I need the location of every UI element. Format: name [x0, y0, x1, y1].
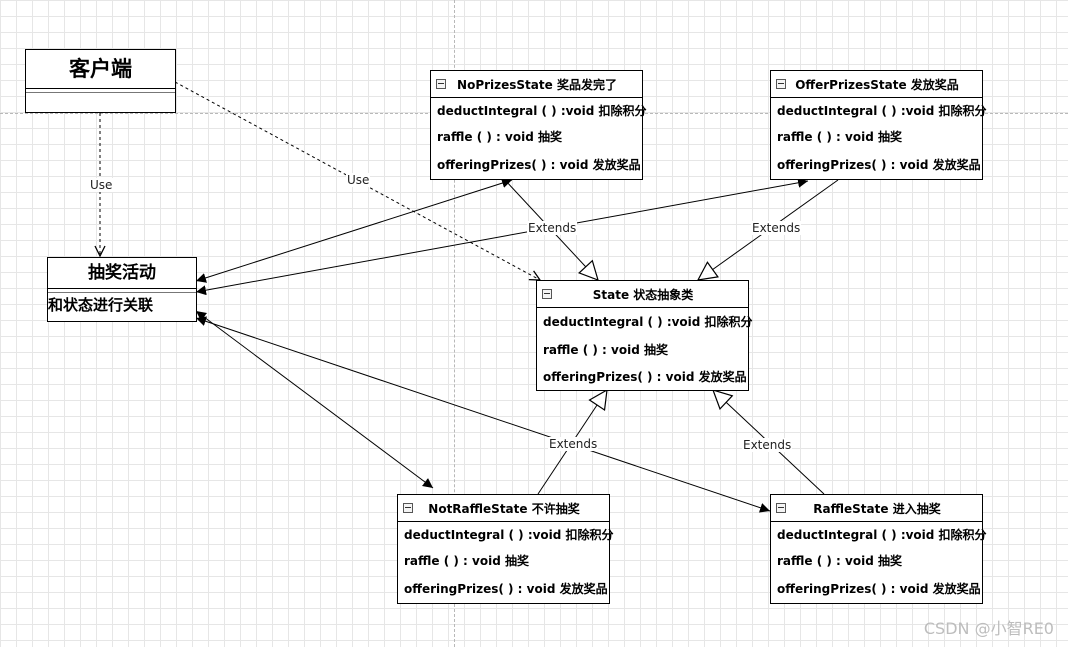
collapse-icon[interactable] [776, 503, 786, 513]
assoc-edge-not-raffle [195, 310, 434, 489]
class-title: OfferPrizesState 发放奖品 [795, 77, 959, 92]
context-note: 和状态进行关联 [48, 296, 154, 314]
class-offer-prizes-state[interactable]: OfferPrizesState 发放奖品 deductIntegral ( )… [770, 70, 987, 180]
method-offering-prizes: offeringPrizes( ) : void 发放奖品 [777, 582, 981, 596]
method-deduct-integral: deductIntegral ( ) :void 扣除积分 [543, 315, 753, 329]
collapse-icon[interactable] [542, 289, 552, 299]
method-deduct-integral: deductIntegral ( ) :void 扣除积分 [777, 104, 987, 118]
class-raffle-state[interactable]: RaffleState 进入抽奖 deductIntegral ( ) :voi… [770, 494, 987, 604]
client-title: 客户端 [26, 50, 175, 89]
method-deduct-integral: deductIntegral ( ) :void 扣除积分 [437, 104, 647, 118]
class-title: RaffleState 进入抽奖 [813, 501, 941, 516]
method-deduct-integral: deductIntegral ( ) :void 扣除积分 [777, 528, 987, 542]
method-raffle: raffle ( ) : void 抽奖 [777, 554, 902, 568]
client-box[interactable]: 客户端 [25, 49, 176, 113]
watermark: CSDN @小智RE0 [923, 619, 1054, 638]
context-box[interactable]: 抽奖活动 和状态进行关联 [47, 257, 197, 322]
edge-label-extends-offer-prizes: Extends [751, 221, 802, 235]
edge-label-extends-not-raffle: Extends [548, 437, 599, 451]
method-offering-prizes: offeringPrizes( ) : void 发放奖品 [437, 158, 641, 172]
class-title: NotRaffleState 不许抽奖 [428, 501, 580, 516]
method-offering-prizes: offeringPrizes( ) : void 发放奖品 [777, 158, 981, 172]
assoc-edge-no-prizes [195, 178, 513, 283]
method-raffle: raffle ( ) : void 抽奖 [543, 343, 668, 357]
edge-label-extends-raffle: Extends [742, 438, 793, 452]
edge-label-use-client-context: Use [89, 178, 114, 192]
class-state[interactable]: State 状态抽象类 deductIntegral ( ) :void 扣除积… [536, 280, 753, 391]
method-offering-prizes: offeringPrizes( ) : void 发放奖品 [404, 582, 608, 596]
edge-label-extends-no-prizes: Extends [527, 221, 578, 235]
method-raffle: raffle ( ) : void 抽奖 [404, 554, 529, 568]
method-deduct-integral: deductIntegral ( ) :void 扣除积分 [404, 528, 614, 542]
collapse-icon[interactable] [776, 79, 786, 89]
method-offering-prizes: offeringPrizes( ) : void 发放奖品 [543, 370, 747, 384]
method-raffle: raffle ( ) : void 抽奖 [777, 130, 902, 144]
assoc-edge-raffle [195, 316, 771, 513]
class-title: State 状态抽象类 [592, 287, 694, 302]
class-title: NoPrizesState 奖品发完了 [457, 77, 617, 92]
collapse-icon[interactable] [403, 503, 413, 513]
collapse-icon[interactable] [436, 79, 446, 89]
assoc-edge-offer-prizes [195, 177, 809, 296]
method-raffle: raffle ( ) : void 抽奖 [437, 130, 562, 144]
edge-label-use-client-state: Use [346, 173, 371, 187]
class-not-raffle-state[interactable]: NotRaffleState 不许抽奖 deductIntegral ( ) :… [397, 494, 614, 604]
context-title: 抽奖活动 [48, 258, 196, 289]
class-no-prizes-state[interactable]: NoPrizesState 奖品发完了 deductIntegral ( ) :… [430, 70, 647, 180]
